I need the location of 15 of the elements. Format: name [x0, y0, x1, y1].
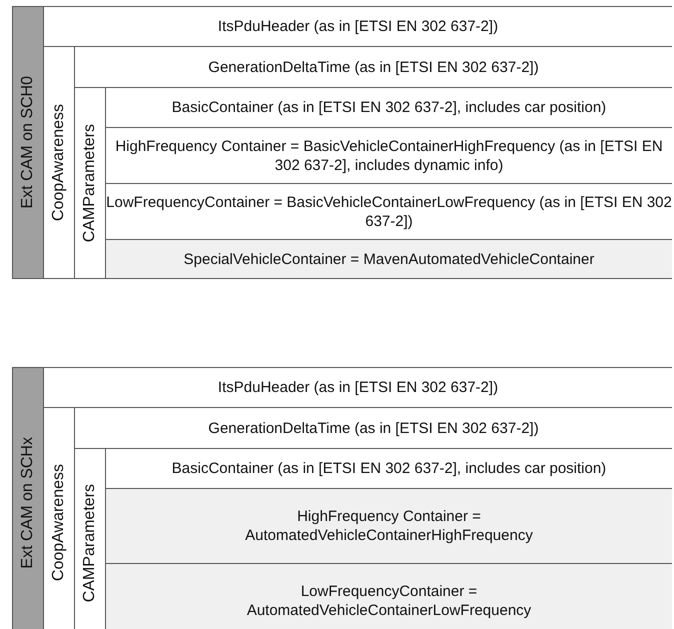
group-label: CoopAwareness	[50, 464, 68, 582]
nested-group	[44, 46, 672, 278]
group-label: Ext CAM on SCH0	[19, 76, 37, 209]
group-label: CAMParameters	[81, 124, 99, 242]
field-row: SpecialVehicleContainer = MavenAutomatedVehicleContainer	[106, 239, 672, 278]
nested-group	[75, 448, 672, 629]
field-row: HighFrequency Container = AutomatedVehicleContainerHighFrequency	[106, 488, 672, 563]
group-label: CoopAwareness	[50, 104, 68, 222]
group-label: Ext CAM on SCHx	[19, 437, 37, 569]
nested-group	[44, 407, 672, 629]
field-row: LowFrequencyContainer = AutomatedVehicleContainerLowFrequency	[106, 563, 672, 629]
group-label: CAMParameters	[81, 484, 99, 603]
message-structure-table	[12, 367, 672, 629]
message-structure-table	[12, 6, 672, 279]
nested-group	[75, 87, 672, 278]
